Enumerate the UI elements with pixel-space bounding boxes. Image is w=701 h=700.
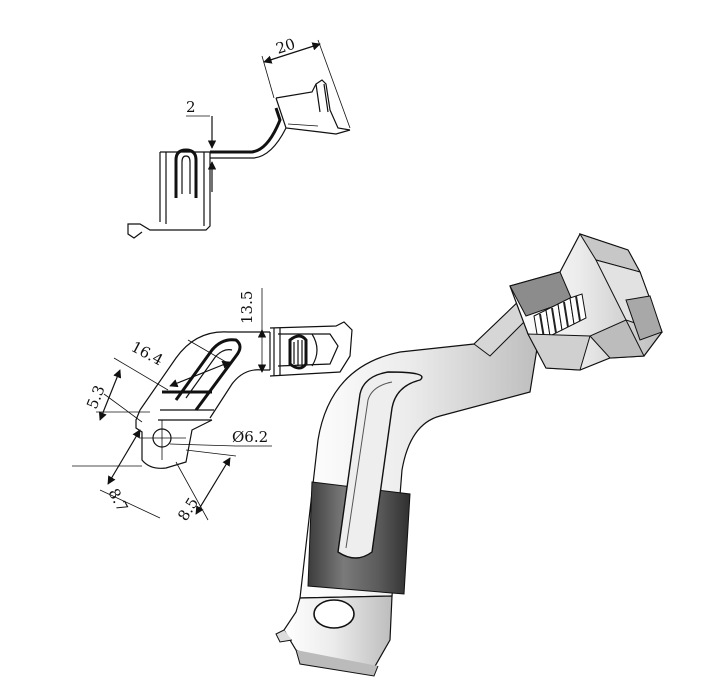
dim-edge-label: 8.5 [174, 494, 202, 524]
dim-hole-label: Ø6.2 [232, 428, 268, 446]
plan-view: 13.5 16.4 5.3 8.7 8.5 Ø6.2 [72, 288, 353, 524]
dim-height-label: 13.5 [238, 291, 256, 324]
dim-thickness-label: 2 [186, 98, 196, 116]
dim-width-label: 20 [274, 35, 298, 58]
side-view: 20 2 [127, 35, 351, 239]
dim-offset-label: 8.7 [104, 485, 131, 515]
dim-slot-label: 16.4 [128, 338, 166, 370]
iso-view [275, 233, 663, 677]
